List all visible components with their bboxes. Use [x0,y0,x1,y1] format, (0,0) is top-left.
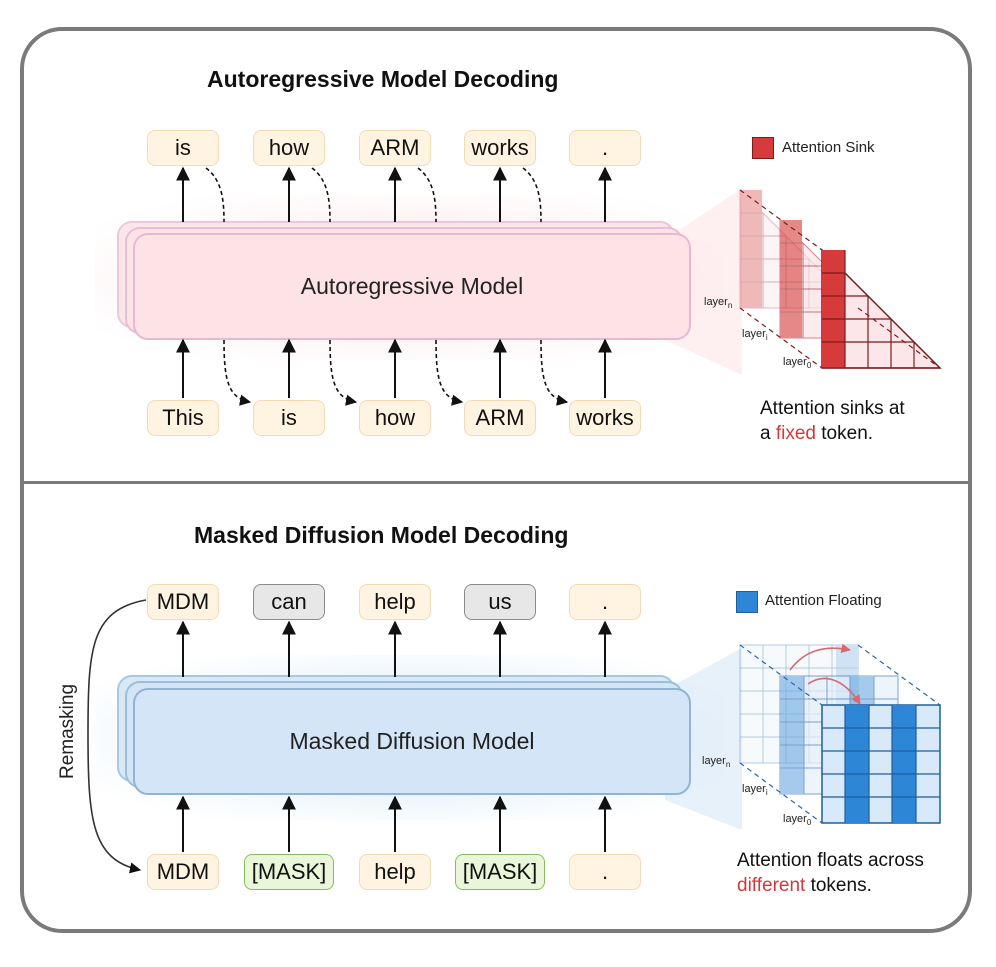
mdm-output-token: help [359,584,431,620]
ar-input-token: is [253,400,325,436]
ar-output-token: works [464,130,536,166]
mdm-model-label: Masked Diffusion Model [289,728,535,754]
attention-sink-swatch [752,137,774,159]
ar-title: Autoregressive Model Decoding [207,66,559,92]
mdm-caption-line1: Attention floats across [737,850,924,871]
fixed-highlight: fixed [775,423,816,444]
mdm-layer-n-label: layern [702,755,731,770]
ar-model-label: Autoregressive Model [300,273,524,299]
mdm-layer-0-label: layer0 [783,813,812,828]
ar-input-token: works [569,400,641,436]
ar-output-arrows [176,166,612,222]
attention-floating-swatch [736,591,758,613]
ar-caption-line2: a fixed token. [760,423,874,444]
mdm-caption: Attention floats across different tokens… [737,848,924,898]
mdm-layer-i-label: layeri [742,783,768,798]
mdm-output-token: . [569,584,641,620]
ar-layer-n-label: layern [704,296,733,311]
attention-floating-legend: Attention Floating [765,592,882,609]
ar-caption-line1: Attention sinks at [760,398,905,419]
ar-layer-0-label: layer0 [783,356,812,371]
ar-input-token: ARM [464,400,536,436]
different-highlight: different [737,875,806,896]
ar-input-token: This [147,400,219,436]
ar-input-token: how [359,400,431,436]
mdm-caption-line2: different tokens. [737,875,872,896]
remasking-arrow [87,599,147,874]
ar-output-token: is [147,130,219,166]
ar-model-stack [117,221,691,340]
mdm-input-token: MDM [147,854,219,890]
mdm-output-token: MDM [147,584,219,620]
figure-frame [20,27,972,933]
mdm-input-arrows [176,795,612,852]
mdm-output-token: us [464,584,536,620]
ar-output-token: how [253,130,325,166]
section-divider [24,481,968,484]
mdm-output-arrows [176,620,612,677]
attention-floating-heatmap [739,643,941,824]
ar-caption: Attention sinks at a fixed token. [760,396,905,446]
mdm-input-token: [MASK] [244,854,334,890]
ar-feedback-dashes-top [205,167,542,223]
attention-sink-legend: Attention Sink [782,139,875,156]
attention-sink-heatmap [739,188,942,369]
mdm-input-token: [MASK] [455,854,545,890]
ar-input-arrows [176,338,612,398]
ar-output-token: ARM [359,130,431,166]
ar-feedback-dashes-bottom [223,339,569,406]
ar-layer-i-label: layeri [742,328,768,343]
mdm-title: Masked Diffusion Model Decoding [194,522,569,548]
mdm-input-token: help [359,854,431,890]
mdm-input-token: . [569,854,641,890]
mdm-output-token: can [253,584,325,620]
remasking-label: Remasking [57,683,78,779]
ar-output-token: . [569,130,641,166]
